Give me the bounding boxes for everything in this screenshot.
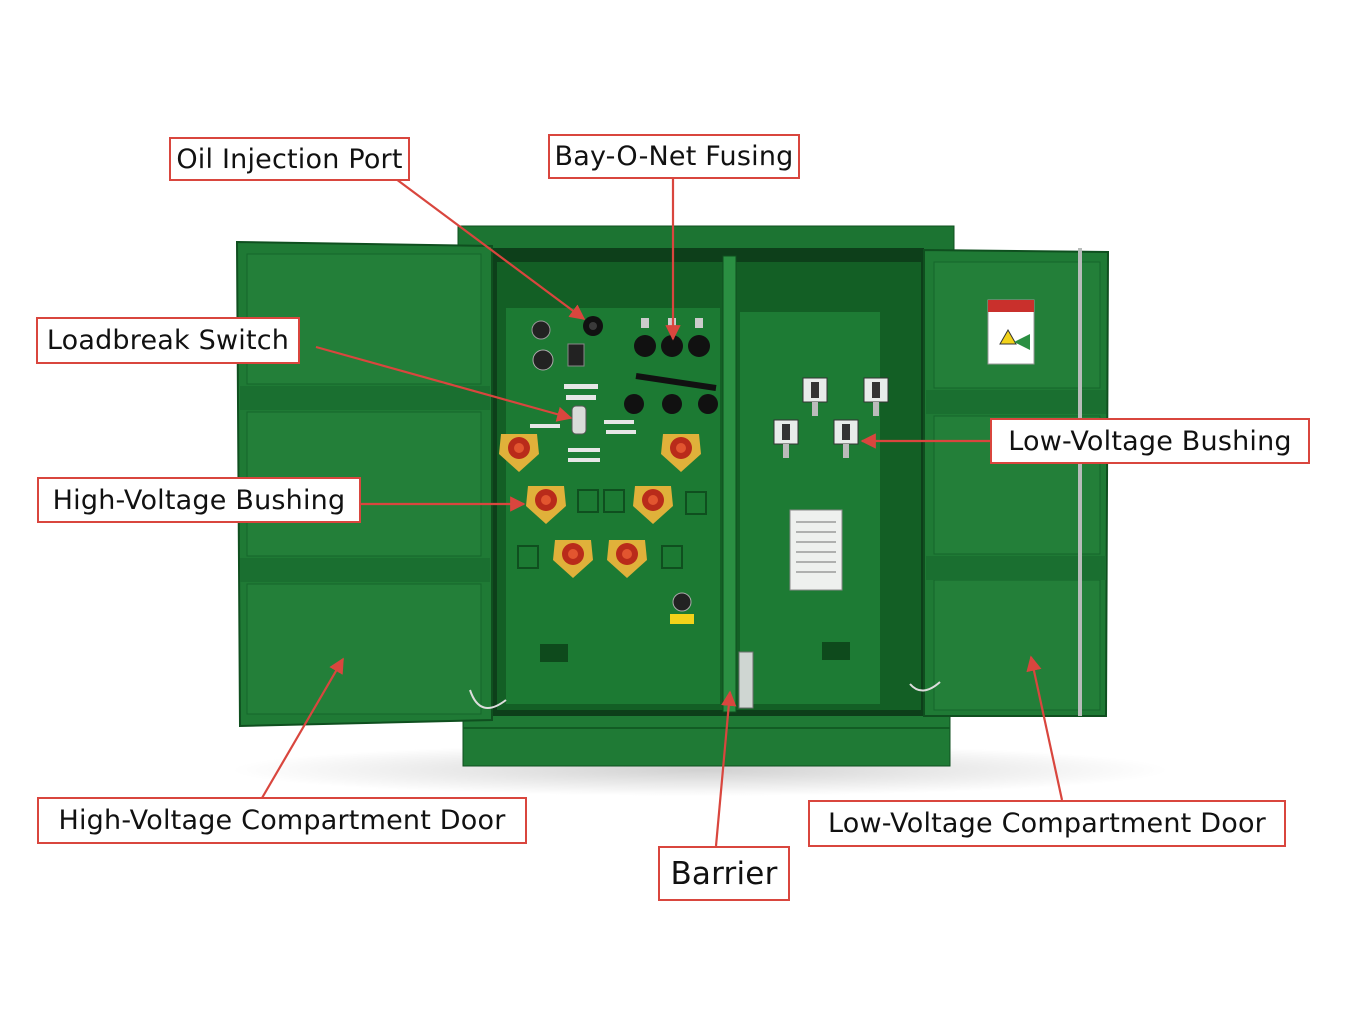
callout-high-voltage-bushing: High-Voltage Bushing <box>37 477 361 523</box>
nameplate <box>789 509 843 591</box>
parking-stands <box>517 489 707 569</box>
barrier-panel <box>722 255 737 713</box>
leader-lines <box>261 175 1064 847</box>
gauge-icon <box>531 320 551 340</box>
callout-high-voltage-compartment-door: High-Voltage Compartment Door <box>37 797 527 844</box>
callout-barrier: Barrier <box>658 846 790 901</box>
drain-valve-icon <box>672 592 692 612</box>
hv-compartment-door <box>235 240 493 728</box>
warning-tag <box>670 614 694 624</box>
gauge-icon <box>532 349 554 371</box>
callout-low-voltage-compartment-door: Low-Voltage Compartment Door <box>808 800 1286 847</box>
fitting-icon <box>567 343 585 367</box>
callout-oil-injection-port: Oil Injection Port <box>169 137 410 181</box>
lv-compartment-door <box>923 248 1110 717</box>
callout-bay-o-net-fusing: Bay-O-Net Fusing <box>548 134 800 179</box>
hv-bushings <box>499 434 701 578</box>
cabinet-roof <box>457 225 955 251</box>
callout-loadbreak-switch: Loadbreak Switch <box>36 317 300 364</box>
hv-panel-labels <box>530 384 636 462</box>
lv-front-plate <box>740 312 880 704</box>
loadbreak-switch <box>571 405 587 435</box>
callout-low-voltage-bushing: Low-Voltage Bushing <box>990 418 1310 464</box>
cabinet-base <box>462 709 951 767</box>
lv-bushings <box>773 377 889 458</box>
barrier-handle <box>738 651 754 709</box>
